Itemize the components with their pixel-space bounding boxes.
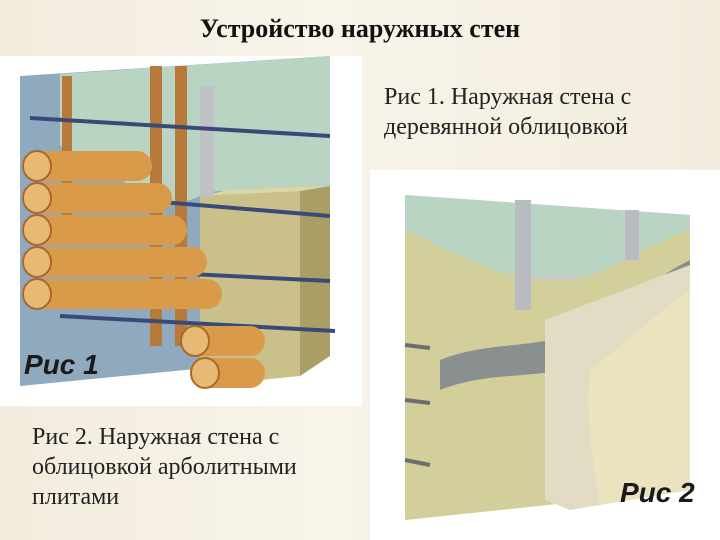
- figure-1-panel: Рис 1: [0, 56, 362, 406]
- membrane-layer: [405, 195, 690, 282]
- figure-2-illustration: Рис 2: [404, 195, 695, 520]
- figure-2-caption: Рис 2. Наружная стена с облицовкой арбол…: [32, 424, 297, 510]
- stucco-finish: [588, 290, 690, 505]
- gap-layer: [440, 260, 690, 390]
- metal-profile: [200, 86, 214, 196]
- figure-1-label: Рис 1: [24, 349, 99, 380]
- slide-title: Устройство наружных стен: [199, 14, 521, 43]
- figure-1-illustration: Рис 1: [20, 56, 336, 389]
- figure-1-caption: Рис 1. Наружная стена с деревянной облиц…: [384, 84, 632, 140]
- anchors: [404, 343, 431, 467]
- metal-profile: [515, 200, 531, 310]
- figure-2-panel: Рис 2: [370, 170, 720, 540]
- metal-profile: [625, 210, 639, 260]
- figure-2-label: Рис 2: [620, 477, 695, 508]
- log-cladding: [22, 150, 265, 389]
